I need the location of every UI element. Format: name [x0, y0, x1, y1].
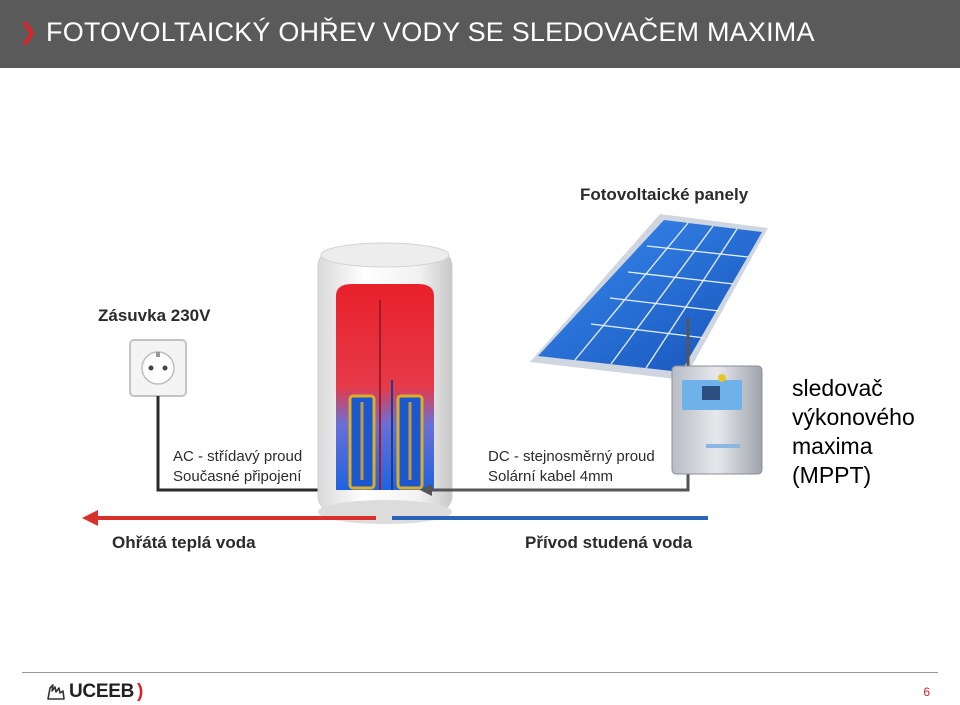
socket-icon [129, 339, 187, 397]
mppt-note: sledovač výkonového maxima (MPPT) [792, 374, 952, 490]
cold-water-label: Přívod studená voda [525, 533, 693, 552]
dc-label-line2: Solární kabel 4mm [488, 468, 613, 485]
solar-panel-icon [530, 214, 768, 380]
pv-heating-diagram: Fotovoltaické panely Zásuvka 230V AC - s… [82, 185, 768, 552]
mppt-note-line: (MPPT) [792, 462, 872, 488]
lion-logo-icon [47, 684, 65, 700]
mppt-note-line: maxima [792, 433, 873, 459]
ac-label-line2: Současné připojení [173, 468, 302, 485]
dc-label-line1: DC - stejnosměrný proud [488, 448, 655, 465]
footer-divider [22, 672, 938, 673]
water-heater-icon [317, 242, 453, 524]
chevron-right-icon: ❯ [19, 20, 38, 45]
uceeb-logo: UCEEB ) [46, 679, 143, 705]
mppt-note-line: výkonového [792, 404, 915, 430]
pv-panels-label: Fotovoltaické panely [580, 185, 749, 204]
mppt-controller-icon [671, 365, 763, 475]
page-number: 6 [923, 685, 930, 699]
mppt-note-line: sledovač [792, 375, 883, 401]
ac-label-line1: AC - střídavý proud [173, 448, 302, 465]
logo-text: UCEEB [69, 681, 135, 702]
slide-title: FOTOVOLTAICKÝ OHŘEV VODY SE SLEDOVAČEM M… [46, 17, 815, 47]
hot-water-label: Ohřátá teplá voda [112, 533, 256, 552]
socket-label: Zásuvka 230V [98, 306, 211, 325]
title-bar: ❯ FOTOVOLTAICKÝ OHŘEV VODY SE SLEDOVAČEM… [0, 0, 960, 68]
logo-paren: ) [137, 681, 144, 702]
